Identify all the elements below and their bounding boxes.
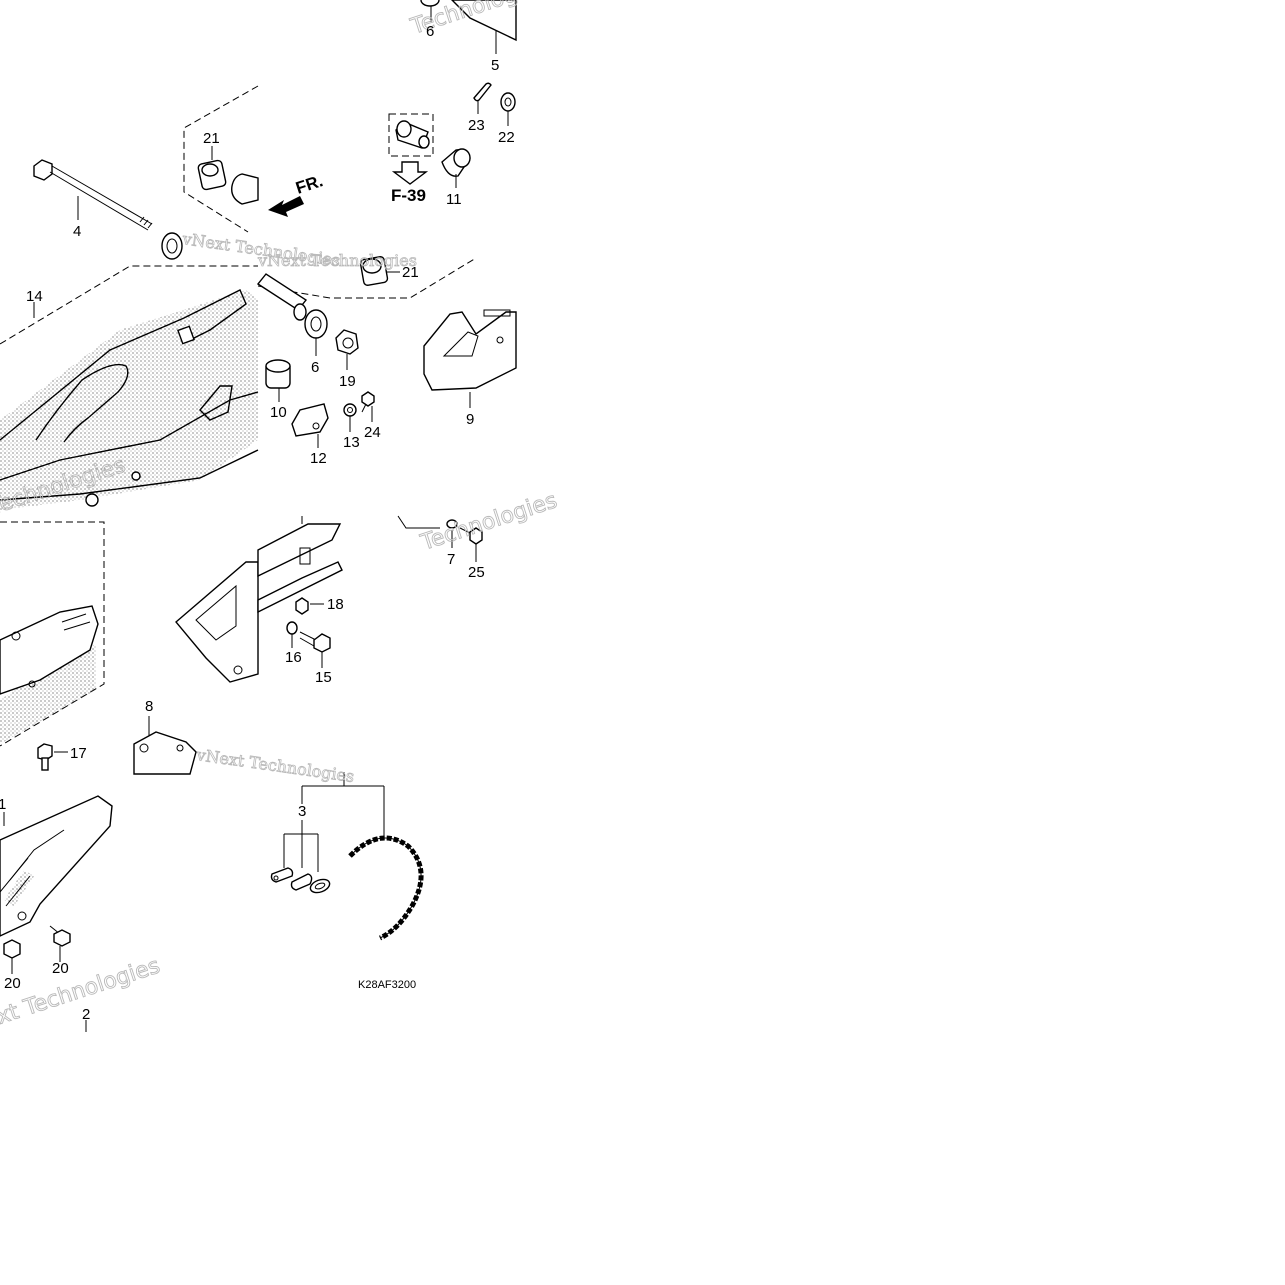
callout-19: 19 [339,373,356,390]
swingarm-end [0,605,99,695]
callout-13: 13 [343,434,360,451]
seal-6 [304,309,328,356]
callout-labels: 6 5 23 22 21 11 4 21 14 6 19 10 13 24 12… [0,23,515,1023]
bolt-17 [37,743,68,771]
callout-21b: 21 [402,264,419,281]
master-link-plate [290,873,313,891]
callout-7: 7 [447,551,455,568]
callout-20b: 20 [52,960,69,977]
watermark: Technologies [417,488,560,556]
callout-23: 23 [468,117,485,134]
callout-20a: 20 [4,975,21,992]
callout-2: 2 [82,1006,90,1023]
bolt-24 [361,391,375,422]
drawing-code: K28AF3200 [358,979,416,991]
tile-chain-case-parts [257,515,483,668]
bushing-21 [197,159,227,191]
callout-14: 14 [26,288,43,305]
nut-19 [335,329,359,370]
bolt-20a [3,939,21,974]
tile-chain-guard [0,795,113,1032]
tile-swingarm-pivot: FR. [33,6,432,260]
nut-13 [343,403,357,432]
watermarks: vNext Technologies vNext Technologies Te… [0,0,561,1039]
callout-22: 22 [498,129,515,146]
o-ring [309,878,331,894]
callout-3: 3 [298,803,306,820]
watermark: Next Technologies [0,954,163,1039]
washer-16 [286,621,298,648]
bolt-20b [49,925,71,962]
watermark: vNext Technologies [257,251,417,270]
drive-chain-3 [348,835,424,941]
callout-16: 16 [285,649,302,666]
watermark: vNext Technologies [194,745,355,786]
callout-25: 25 [468,564,485,581]
callout-5: 5 [491,57,499,74]
tile-pivot-parts: F-39 [388,0,517,205]
reference-collar [388,113,434,157]
chain-slider-9 [423,309,517,408]
swingarm-14 [0,289,259,510]
callout-1: 1 [0,796,6,813]
castle-nut [500,92,516,126]
chain-case [175,561,259,683]
callout-9: 9 [466,411,474,428]
callout-21a: 21 [203,130,220,147]
tile-drive-chain: K28AF3200 [270,772,424,991]
callout-4: 4 [73,223,81,240]
bolt-15 [299,631,331,668]
callout-6b: 6 [311,359,319,376]
callout-12: 12 [310,450,327,467]
cotter-pin [473,82,492,114]
bolt-7 [397,515,458,548]
reference-label: F-39 [391,186,426,205]
tile-chain-guide [0,521,259,775]
tile-chain-slider-parts [256,256,517,448]
bolt-25 [459,527,483,562]
chain-guide-8 [133,716,197,775]
direction-label: FR. [293,171,325,198]
bushing-21b [359,256,400,286]
tile-swingarm [0,265,259,510]
pivot-bolt [33,159,153,231]
nut-18 [295,597,324,615]
callout-18: 18 [327,596,344,613]
spacer-11 [441,148,471,188]
callout-24: 24 [364,424,381,441]
callout-15: 15 [315,669,332,686]
bracket-12 [291,403,329,448]
chain-guard-1 [0,795,113,937]
callout-6a: 6 [426,23,434,40]
callout-11: 11 [446,191,462,208]
front-direction-arrow: FR. [268,171,325,217]
collar-10 [265,359,291,402]
chain-case-front [257,516,343,614]
master-link-clip [270,867,294,883]
callout-10: 10 [270,404,287,421]
callout-17: 17 [70,745,87,762]
callout-8: 8 [145,698,153,715]
